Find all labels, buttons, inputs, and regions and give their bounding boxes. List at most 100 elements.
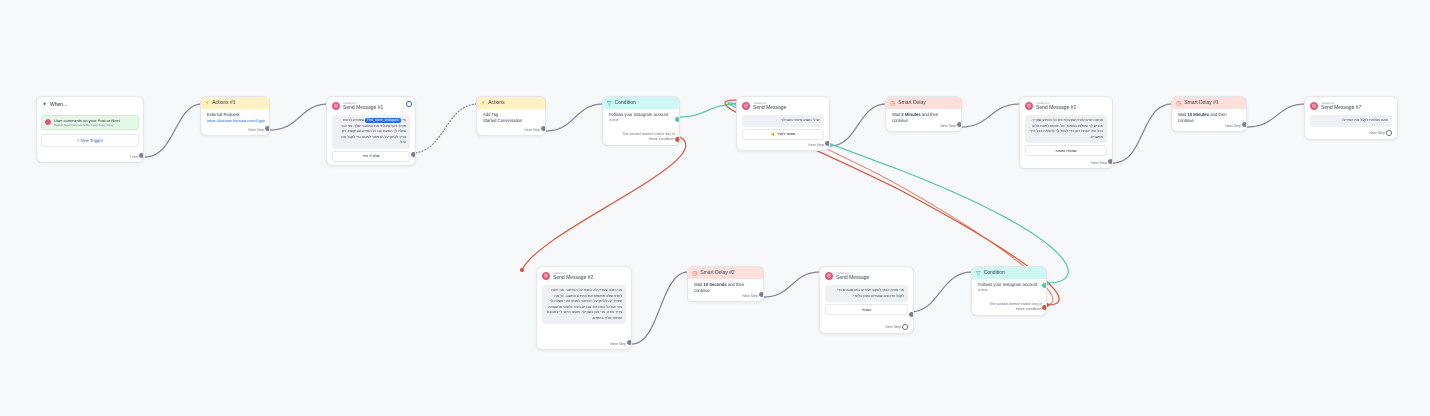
smart-delay-node-2[interactable]: ◷ Smart Delay #1 Wait 10 Minutes and the… bbox=[1171, 96, 1247, 132]
next-step-label: Next Step bbox=[742, 294, 758, 298]
else-label: The contact doesn't match any of these c… bbox=[622, 132, 675, 142]
message-button[interactable]: שאלות נפוצות bbox=[1025, 145, 1107, 157]
next-step-label: Next Step bbox=[610, 342, 626, 346]
next-step-label: Next Step bbox=[1091, 161, 1107, 165]
instagram-icon: ◎ bbox=[332, 102, 340, 110]
condition-node-1[interactable]: ▽ Condition Follows your Instagram accou… bbox=[602, 96, 680, 146]
output-port[interactable] bbox=[540, 125, 545, 132]
wire-send3-delay2 bbox=[1112, 103, 1173, 164]
trigger-title: When... bbox=[50, 101, 68, 108]
instagram-icon: ◎ bbox=[542, 272, 550, 280]
message-bubble: האם הצלחת לקבל את המידע? bbox=[1310, 115, 1392, 127]
then-label: Then bbox=[129, 155, 138, 159]
thumbs-up-icon: 👍 bbox=[770, 132, 776, 137]
next-step-label: Next Step bbox=[248, 128, 264, 132]
wire-delay3-send6 bbox=[763, 271, 821, 298]
wire-send1-actions2 bbox=[411, 103, 479, 154]
output-port[interactable] bbox=[1107, 158, 1112, 165]
platform-label: Instagram bbox=[836, 271, 850, 275]
sparkle-icon: ✦ bbox=[42, 102, 48, 108]
wire-actions1-send1 bbox=[269, 103, 329, 131]
output-port[interactable] bbox=[626, 339, 631, 346]
platform-label: Instagram bbox=[343, 101, 357, 105]
trigger-node[interactable]: ✦ When... User comments on your Post or … bbox=[36, 96, 144, 163]
node-header: ◷ Smart Delay #1 bbox=[1172, 97, 1246, 109]
wire-cond1-true-send2 bbox=[679, 103, 738, 118]
instagram-icon: ◎ bbox=[1310, 102, 1318, 110]
smart-delay-node-1[interactable]: ◷ Smart Delay Wait 2 Minutes and then co… bbox=[885, 96, 962, 132]
new-trigger-button[interactable]: + New Trigger bbox=[41, 134, 139, 147]
delay-duration: 2 Minutes bbox=[901, 112, 921, 117]
wire-delay2-send4 bbox=[1246, 103, 1306, 128]
output-port[interactable] bbox=[956, 121, 961, 128]
smart-delay-node-3[interactable]: ◷ Smart Delay #2 Wait 10 Seconds and the… bbox=[687, 266, 764, 302]
output-port[interactable] bbox=[138, 152, 143, 159]
true-port[interactable] bbox=[674, 116, 679, 123]
send-message-node-5[interactable]: ◎ Instagram Send Message #2 אני רואה שעד… bbox=[536, 266, 632, 350]
wire-endpoint bbox=[520, 268, 524, 272]
condition-text: Follows your Instagram account bbox=[609, 112, 669, 117]
refresh-icon[interactable] bbox=[902, 324, 908, 330]
platform-label: Instagram bbox=[1321, 101, 1335, 105]
actions-node-2[interactable]: ⚡ Actions Add Tag Started Conversation N… bbox=[476, 96, 546, 136]
output-port[interactable] bbox=[1241, 121, 1246, 128]
else-port[interactable] bbox=[1041, 304, 1046, 311]
node-header: ▽ Condition bbox=[603, 97, 679, 109]
output-port[interactable] bbox=[758, 291, 763, 298]
platform-label: Instagram bbox=[753, 101, 767, 105]
condition-state: is true bbox=[978, 288, 988, 293]
node-header: ▽ Condition bbox=[972, 267, 1046, 279]
request-url-link[interactable]: https://konkan.fomoka.com/Sgdy bbox=[207, 118, 266, 124]
filter-icon: ▽ bbox=[976, 270, 981, 277]
else-label: The contact doesn't match any of these c… bbox=[989, 302, 1042, 312]
send-message-node-6[interactable]: ◎ Instagram Send Message אני מזמין אותך … bbox=[819, 266, 914, 334]
bolt-icon: ⚡ bbox=[205, 100, 210, 107]
action-value: Started Conversation bbox=[483, 118, 523, 124]
true-port[interactable] bbox=[1041, 282, 1046, 289]
output-port[interactable] bbox=[410, 151, 415, 158]
message-bubble: יש לי משהו מיוחד בשבילך bbox=[742, 115, 824, 127]
output-port[interactable] bbox=[824, 140, 829, 147]
refresh-icon[interactable] bbox=[406, 101, 412, 107]
platform-label: Instagram bbox=[553, 271, 567, 275]
send-message-node-4[interactable]: ◎ Instagram Send Message #7 האם הצלחת לק… bbox=[1304, 96, 1398, 140]
send-message-node-3[interactable]: ◎ Instagram Send Message #1 אנחנו רוצים … bbox=[1019, 96, 1113, 169]
message-bubble: היי First_name_Instagram שמחים לראות אות… bbox=[332, 115, 410, 149]
message-button[interactable]: שלח לי מיד bbox=[332, 150, 410, 162]
instagram-icon: ◎ bbox=[1025, 102, 1033, 110]
else-port[interactable] bbox=[674, 136, 679, 143]
output-port[interactable] bbox=[264, 125, 269, 132]
clock-icon: ◷ bbox=[890, 100, 896, 107]
wire-send6-cond2 bbox=[909, 271, 973, 313]
send-message-node-1[interactable]: ◎ Instagram Send Message #1 היי First_na… bbox=[326, 96, 416, 166]
wire-send5-delay3 bbox=[631, 271, 689, 345]
node-title: Send Message #1 bbox=[1036, 105, 1077, 111]
instagram-icon bbox=[45, 119, 51, 125]
message-bubble: אני רואה שעדיין לא לחצת על הכפתור. אני ר… bbox=[542, 285, 626, 325]
filter-icon: ▽ bbox=[607, 100, 612, 107]
message-button[interactable]: 👍 מאשר לקבל bbox=[742, 128, 824, 140]
message-bubble: אני מזמין אותך לעקוב אחרינו באינסטגרם כד… bbox=[825, 285, 908, 303]
variable-tag: First_name_Instagram bbox=[364, 118, 401, 123]
trigger-item[interactable]: User comments on your Post or Reel Post … bbox=[41, 115, 139, 130]
next-step-label: Next Step bbox=[940, 124, 956, 128]
refresh-icon[interactable] bbox=[1386, 130, 1392, 136]
wire-delay1-send3 bbox=[961, 103, 1021, 128]
actions-node-1[interactable]: ⚡ Actions #1 External Request https://ko… bbox=[200, 96, 270, 136]
next-step-label: Next Step bbox=[524, 128, 540, 132]
bolt-icon: ⚡ bbox=[481, 100, 486, 107]
next-step-label: Next Step bbox=[808, 143, 824, 147]
wire-cond1-else-send5 bbox=[521, 136, 687, 271]
node-title: Send Message #2 bbox=[553, 275, 594, 281]
node-header: ⚡ Actions bbox=[477, 97, 545, 109]
output-port[interactable] bbox=[908, 311, 913, 318]
platform-label: Instagram bbox=[1036, 101, 1050, 105]
wire-trigger-actions1 bbox=[144, 103, 203, 158]
node-header: ⚡ Actions #1 bbox=[201, 97, 269, 109]
condition-node-2[interactable]: ▽ Condition Follows your Instagram accou… bbox=[971, 266, 1047, 316]
action-label: Add Tag bbox=[483, 112, 499, 117]
send-message-node-2[interactable]: ◎ Instagram Send Message יש לי משהו מיוח… bbox=[736, 96, 830, 151]
trigger-item-sub: Post is Next Comments Be Copy Copy Copy bbox=[54, 123, 114, 127]
message-button[interactable]: עקבתי bbox=[825, 304, 908, 316]
